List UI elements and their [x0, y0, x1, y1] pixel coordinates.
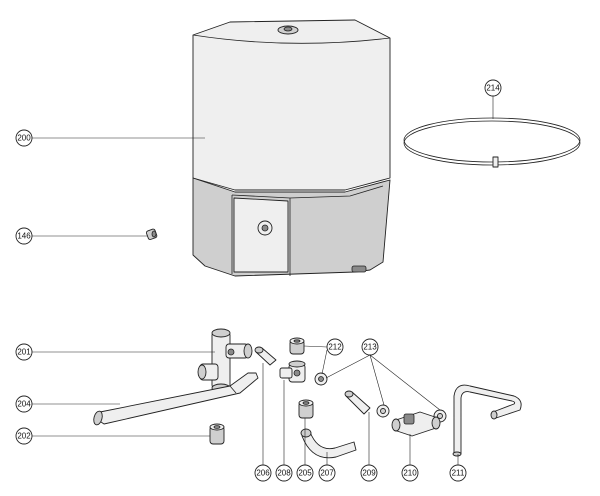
callout-146: 146	[15, 227, 33, 245]
callout-214: 214	[484, 79, 502, 97]
callout-212: 212	[326, 338, 344, 356]
callout-200: 200	[15, 129, 33, 147]
part-204-pipe	[93, 372, 259, 426]
callout-212-label: 212	[328, 343, 342, 352]
callout-204-label: 204	[17, 400, 31, 409]
callout-205-label: 205	[298, 469, 312, 478]
callout-207: 207	[318, 464, 336, 482]
callout-206-label: 206	[256, 469, 270, 478]
part-202-coupling	[209, 423, 225, 445]
part-214-ring-band	[403, 117, 581, 168]
part-209-tube	[344, 390, 371, 415]
callout-201: 201	[15, 343, 33, 361]
callout-207-label: 207	[320, 469, 334, 478]
part-210-valve	[391, 411, 441, 437]
leader-lines	[32, 96, 494, 465]
part-206-tube	[254, 346, 277, 366]
callout-202-label: 202	[17, 432, 31, 441]
callout-213-label: 213	[363, 343, 377, 352]
callout-208-label: 208	[277, 469, 291, 478]
callout-211-label: 211	[452, 469, 465, 478]
part-201-valve-body	[197, 328, 253, 393]
part-212-washer	[314, 372, 328, 386]
part-207-elbow-hose	[300, 428, 357, 459]
callout-209-label: 209	[362, 469, 376, 478]
callout-206: 206	[254, 464, 272, 482]
callout-146-label: 146	[17, 232, 31, 241]
callout-205: 205	[296, 464, 314, 482]
callout-201-label: 201	[17, 348, 31, 357]
part-200-housing	[192, 19, 391, 277]
callout-209: 209	[360, 464, 378, 482]
callout-208: 208	[275, 464, 293, 482]
part-208-tee	[279, 360, 306, 383]
part-205-coupling	[298, 399, 314, 419]
callout-202: 202	[15, 427, 33, 445]
callout-204: 204	[15, 395, 33, 413]
callout-210-label: 210	[403, 469, 417, 478]
callout-200-label: 200	[17, 134, 31, 143]
part-146-plug	[145, 228, 158, 240]
part-212-nut	[289, 337, 305, 355]
callout-214-label: 214	[486, 84, 500, 93]
callout-211: 211	[449, 464, 467, 482]
callout-210: 210	[401, 464, 419, 482]
part-211-u-pipe	[452, 384, 522, 457]
part-213-caps	[376, 404, 447, 423]
callout-213: 213	[361, 338, 379, 356]
